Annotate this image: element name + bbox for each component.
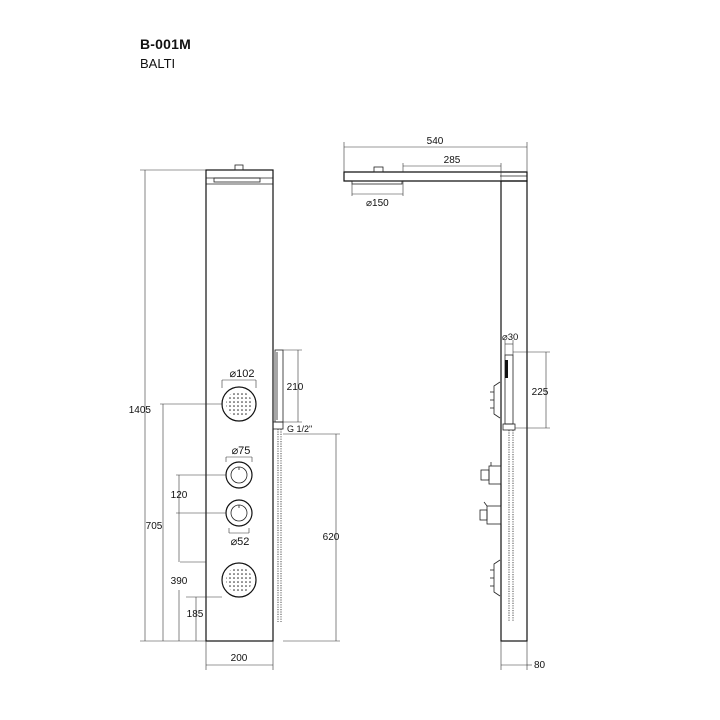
dim-knob-dia-52: ⌀52 (231, 536, 250, 548)
dim-depth-540: 540 (427, 136, 444, 147)
product-name: BALTI (140, 56, 176, 71)
side-knob (486, 505, 502, 525)
dim-valve-spacing-120: 120 (171, 490, 188, 501)
side-connector (502, 423, 516, 431)
side-rain-head (351, 180, 403, 185)
dim-head-dia-150: ⌀150 (366, 198, 389, 209)
hand-shower (274, 349, 284, 423)
dim-width-200: 200 (231, 653, 248, 664)
lower-jet-nozzles (226, 567, 252, 593)
front-view: 1405 705 120 390 185 200 ⌀102 ⌀75 (129, 164, 340, 670)
dim-valve-dia-75: ⌀75 (232, 445, 251, 457)
wall-connector (272, 421, 284, 430)
top-cap (234, 164, 244, 171)
upper-jet-nozzles (226, 391, 252, 417)
diverter-knob (225, 499, 253, 527)
side-top-cap (373, 166, 384, 173)
lower-body-jet (221, 562, 257, 598)
side-upper-jet (493, 381, 501, 419)
dim-holder-210: 210 (287, 382, 304, 393)
dim-height-1405: 1405 (129, 405, 152, 416)
side-view: 540 285 ⌀150 ⌀30 225 80 (343, 136, 550, 671)
dim-hand-dia-30: ⌀30 (502, 332, 518, 343)
dim-arm-285: 285 (444, 155, 461, 166)
dim-bottom-185: 185 (187, 609, 204, 620)
side-lower-jet (493, 559, 501, 597)
dim-head-dia-102: ⌀102 (230, 368, 255, 380)
dim-panel-depth-80: 80 (534, 660, 546, 671)
side-valve (488, 465, 502, 485)
rain-head-slot (213, 177, 261, 183)
thermostatic-valve (225, 461, 253, 489)
dim-lower-jet-390: 390 (171, 576, 188, 587)
shower-arm (343, 171, 528, 182)
title-block: B-001M BALTI (140, 36, 191, 71)
dim-valve-height-705: 705 (146, 521, 163, 532)
dim-hose-620: 620 (323, 532, 340, 543)
dim-hand-length-225: 225 (532, 387, 549, 398)
product-code: B-001M (140, 36, 191, 52)
connection-thread-label: G 1/2" (287, 424, 312, 434)
